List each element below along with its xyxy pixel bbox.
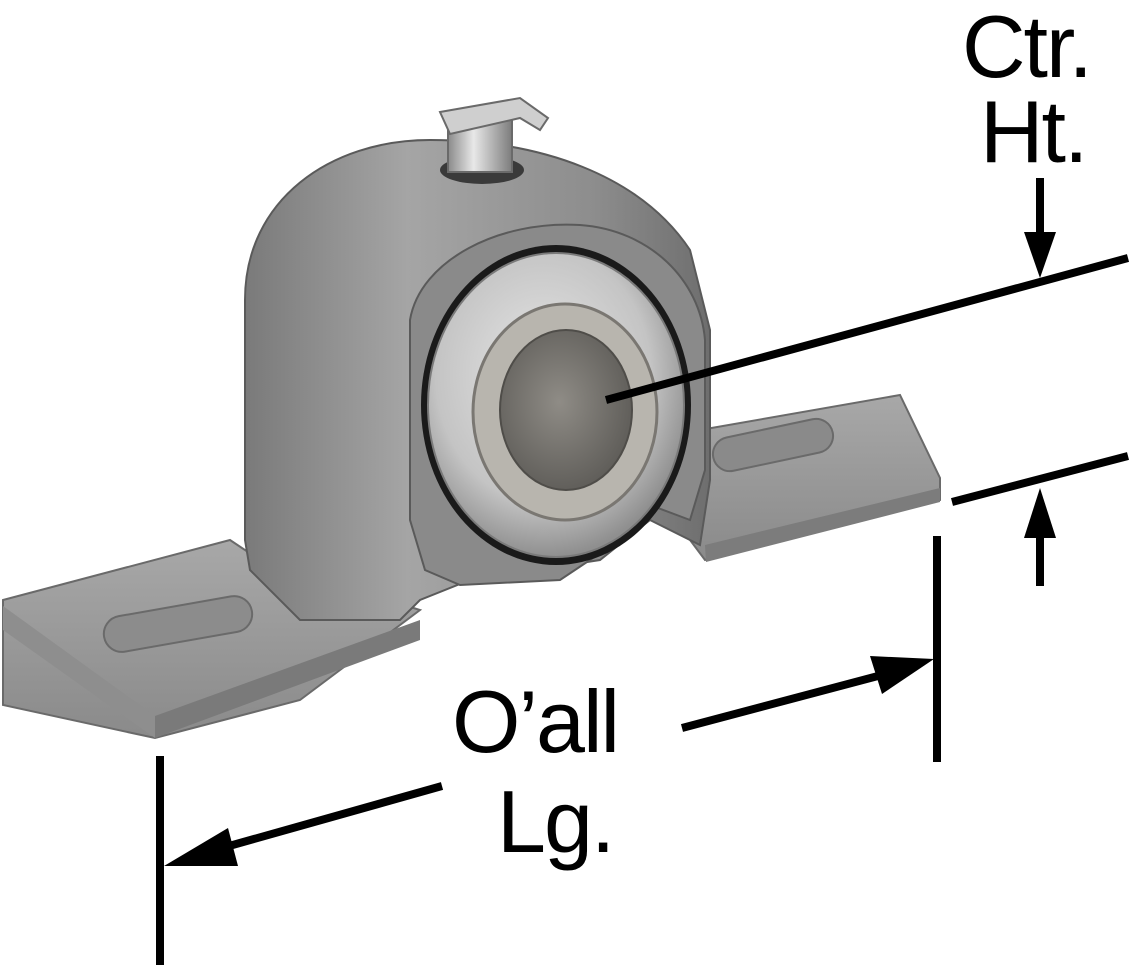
center-height-label-line1: Ctr.: [962, 0, 1093, 96]
grease-fitting: [438, 96, 550, 184]
overall-length-label-line1: O’all: [452, 672, 620, 771]
arrow-up-icon: [1024, 488, 1056, 538]
arrow-left-icon: [164, 828, 238, 866]
base-extension-line: [950, 452, 1130, 506]
center-height-label-line2: Ht.: [980, 82, 1088, 181]
bearing-insert: [421, 245, 691, 565]
overall-length-dimension: [156, 536, 941, 965]
overall-length-label-line2: Lg.: [497, 772, 615, 871]
center-line: [604, 254, 1130, 404]
shaft-bore: [499, 329, 633, 491]
arrow-right-icon: [870, 656, 934, 694]
right-mounting-slot: [711, 417, 835, 473]
center-height-dimension: [604, 178, 1130, 586]
left-mounting-slot: [102, 595, 254, 653]
arrow-down-icon: [1024, 232, 1056, 278]
